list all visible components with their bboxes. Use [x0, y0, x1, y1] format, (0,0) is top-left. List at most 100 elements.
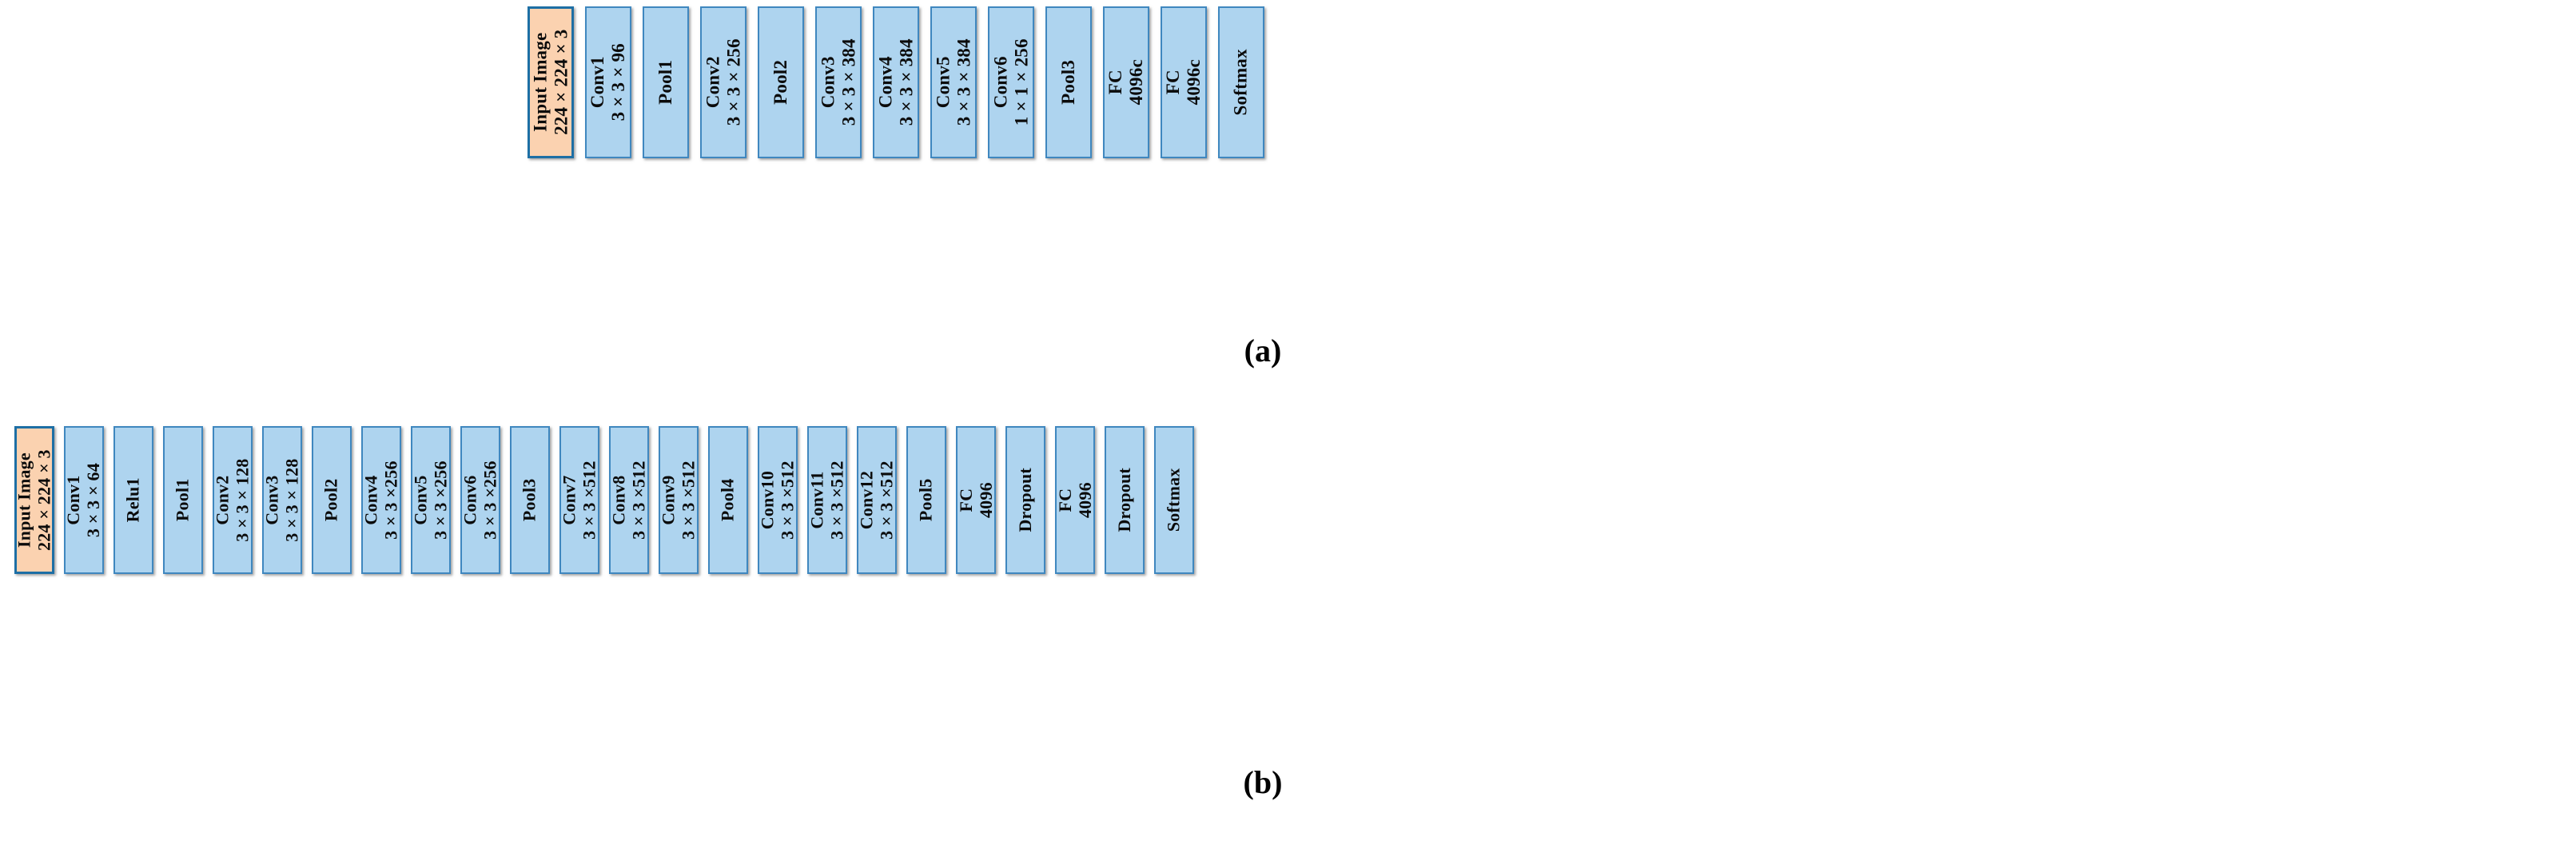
layer-label-line1: Conv5	[933, 56, 954, 109]
layer-label-line1: Conv8	[609, 475, 629, 525]
layer-label-line2: 3 × 3 ×256	[380, 460, 401, 540]
layer-label-line1: Pool2	[770, 60, 791, 105]
layer-label-line2: 3 × 3 ×512	[678, 460, 699, 540]
layer-label-line1: Pool5	[915, 478, 936, 522]
layer-label-line1: Pool3	[1058, 60, 1079, 105]
subfigure-caption-a: (a)	[1244, 333, 1282, 369]
layer-box-dropout-22: Dropout	[1105, 426, 1145, 574]
layer-label-line2: 3 × 3 × 256	[723, 38, 744, 126]
layer-label-line2: 3 × 3 × 384	[954, 38, 974, 126]
layer-label-line2: 224 × 224 × 3	[551, 29, 571, 136]
layer-box-pool-4: Pool2	[758, 6, 804, 158]
layer-label-line2: 3 × 3 × 96	[608, 43, 628, 122]
layer-label-line2: 3 × 3 ×256	[480, 460, 500, 540]
layer-label-line1: Conv9	[659, 475, 679, 525]
layer-label-line2: 4096c	[1126, 59, 1146, 106]
layer-label: Softmax	[1231, 49, 1252, 115]
layer-label-line2: 3 × 3 × 384	[838, 38, 859, 126]
layer-label-line1: FC	[1055, 488, 1075, 512]
layer-box-pool-18: Pool5	[906, 426, 946, 574]
layer-label-line1: Conv1	[587, 56, 608, 109]
layer-label-line2: 4096	[975, 482, 995, 518]
layer-label-line2: 3 × 3 × 384	[896, 38, 917, 126]
layer-label-line2: 3 × 3 ×512	[628, 460, 649, 540]
layer-label-line1: Input Image	[14, 452, 34, 548]
layer-box-dropout-20: Dropout	[1005, 426, 1045, 574]
layer-label-line1: Conv10	[758, 470, 778, 530]
layer-label: Pool4	[717, 478, 739, 522]
layer-label: Dropout	[1014, 468, 1036, 532]
layer-box-pool-6: Pool2	[312, 426, 352, 574]
layer-label-line1: Dropout	[1014, 468, 1035, 532]
layer-label-line1: Conv6	[460, 475, 480, 525]
layer-label-line2: 3 × 3 × 128	[281, 458, 301, 542]
layer-label-line2: 1 × 1 × 256	[1011, 38, 1032, 126]
layer-label: Pool1	[655, 60, 676, 105]
layer-label-line1: Conv2	[703, 56, 723, 109]
layer-label-line2: 4096c	[1184, 59, 1204, 106]
layer-label: Softmax	[1164, 468, 1184, 532]
layer-box-pool-10: Pool3	[510, 426, 550, 574]
layer-label: Pool3	[520, 479, 540, 522]
layer-label-line2: 3 × 3 × 128	[232, 458, 252, 542]
layer-label-line1: FC	[956, 488, 976, 512]
layer-label-line1: Conv3	[818, 56, 838, 109]
layer-box-pool-14: Pool4	[708, 426, 748, 574]
layer-label-line1: Pool4	[717, 478, 738, 522]
layer-label-line1: Dropout	[1113, 468, 1134, 532]
layer-label-line2: 3 × 3 × 64	[83, 462, 104, 538]
layer-box-pool-9: Pool3	[1045, 6, 1092, 158]
layer-box-pool-2: Pool1	[643, 6, 689, 158]
layer-label-line2: 224 × 224 × 3	[34, 449, 54, 551]
layer-label-line1: FC	[1163, 70, 1184, 95]
layer-label-line1: Conv2	[213, 475, 233, 525]
layer-label-line1: Pool2	[321, 478, 341, 522]
layer-label: Pool1	[173, 479, 193, 522]
layer-label-line1: Pool1	[655, 60, 676, 105]
layer-box-softmax-23: Softmax	[1154, 426, 1194, 574]
layer-label-line1: Pool3	[519, 478, 539, 522]
layer-box-softmax-12: Softmax	[1218, 6, 1264, 158]
layer-label-line1: Conv6	[990, 56, 1011, 109]
layer-label-line2: 4096	[1074, 482, 1094, 518]
layer-label: Dropout	[1113, 468, 1135, 532]
layer-label-line1: Conv4	[361, 475, 381, 525]
layer-label-line1: Conv12	[857, 470, 877, 530]
subfigure-caption-b: (b)	[1243, 764, 1283, 800]
